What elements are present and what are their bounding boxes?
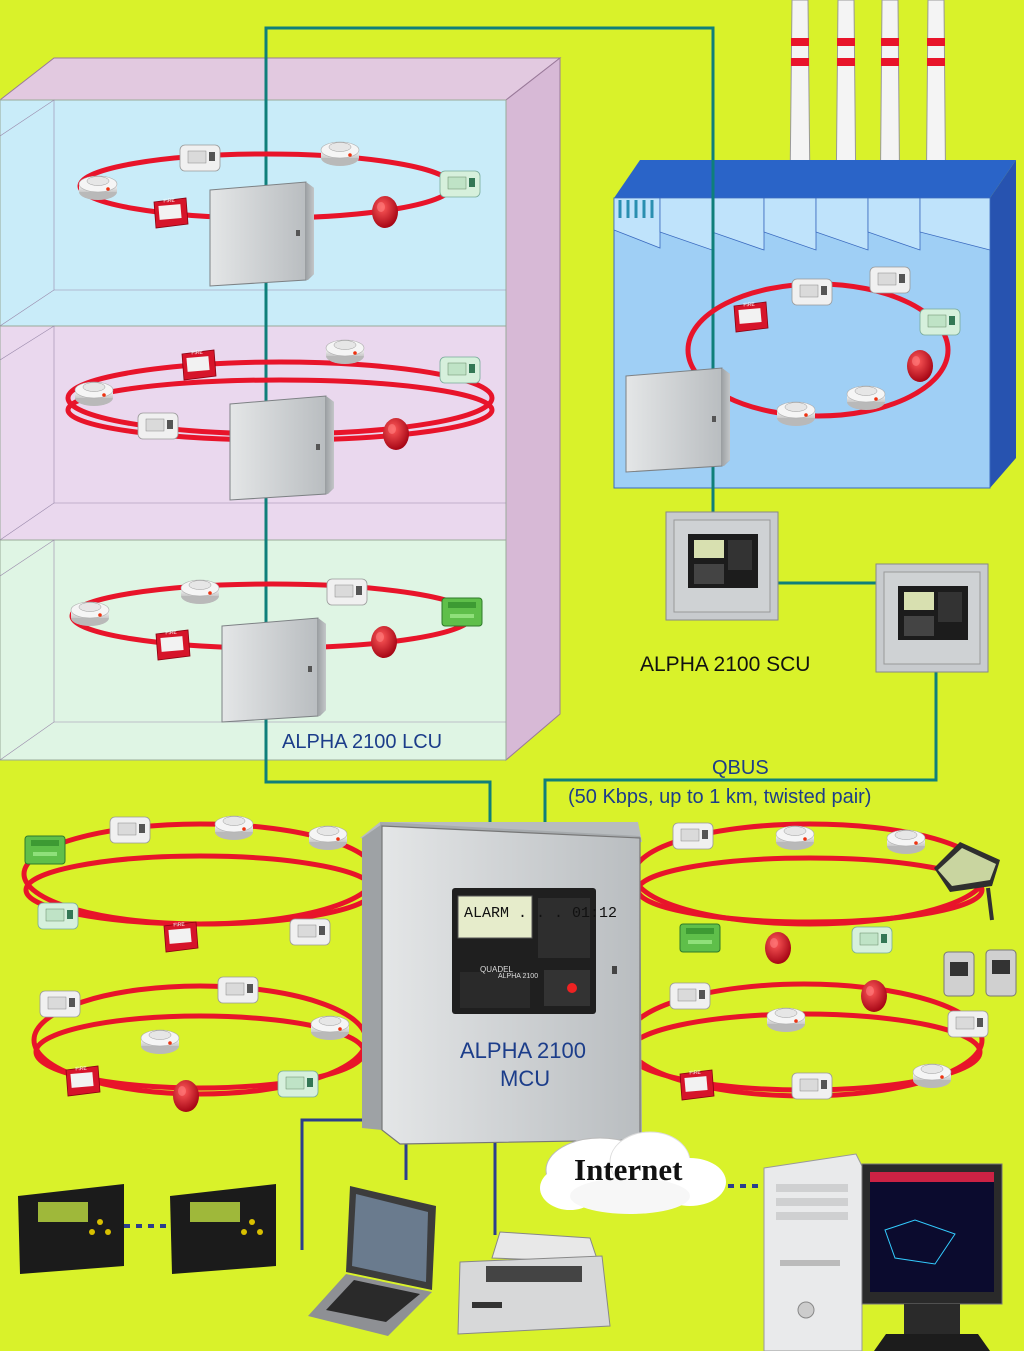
internet-label: Internet [574,1152,683,1187]
qbus-label: QBUS [712,757,769,779]
saw-roof [613,197,991,251]
printer [457,1231,611,1335]
loop-floor-3 [69,578,483,723]
lcu-label: ALPHA 2100 LCU [282,731,443,753]
terminal-1 [18,1184,124,1274]
loop-factory [625,266,961,473]
mcu-loops-left [21,821,379,1097]
scu-panel-2 [875,563,989,673]
internet-cloud [540,1131,726,1214]
mcu-display-text: ALARM . . . 01:12 [464,905,618,922]
panel-model: ALPHA 2100 [498,973,539,980]
scu-panel-1 [665,511,779,621]
computer [763,1153,1003,1351]
qbus-spec-label: (50 Kbps, up to 1 km, twisted pair) [568,786,872,808]
mcu-cabinet [360,822,642,1145]
loop-floor-2 [65,339,495,501]
beam-detector [934,842,1000,921]
dashed-links [124,1110,764,1228]
mcu-label-line1: ALPHA 2100 [460,1038,586,1063]
terminal-2 [170,1184,276,1274]
scu-label: ALPHA 2100 SCU [640,653,811,676]
remote-indicators [943,949,1017,997]
loop-floor-1 [77,141,481,287]
panel-brand: QUADEL [480,965,513,974]
laptop [308,1186,436,1336]
mcu-label-line2: MCU [500,1066,551,1091]
